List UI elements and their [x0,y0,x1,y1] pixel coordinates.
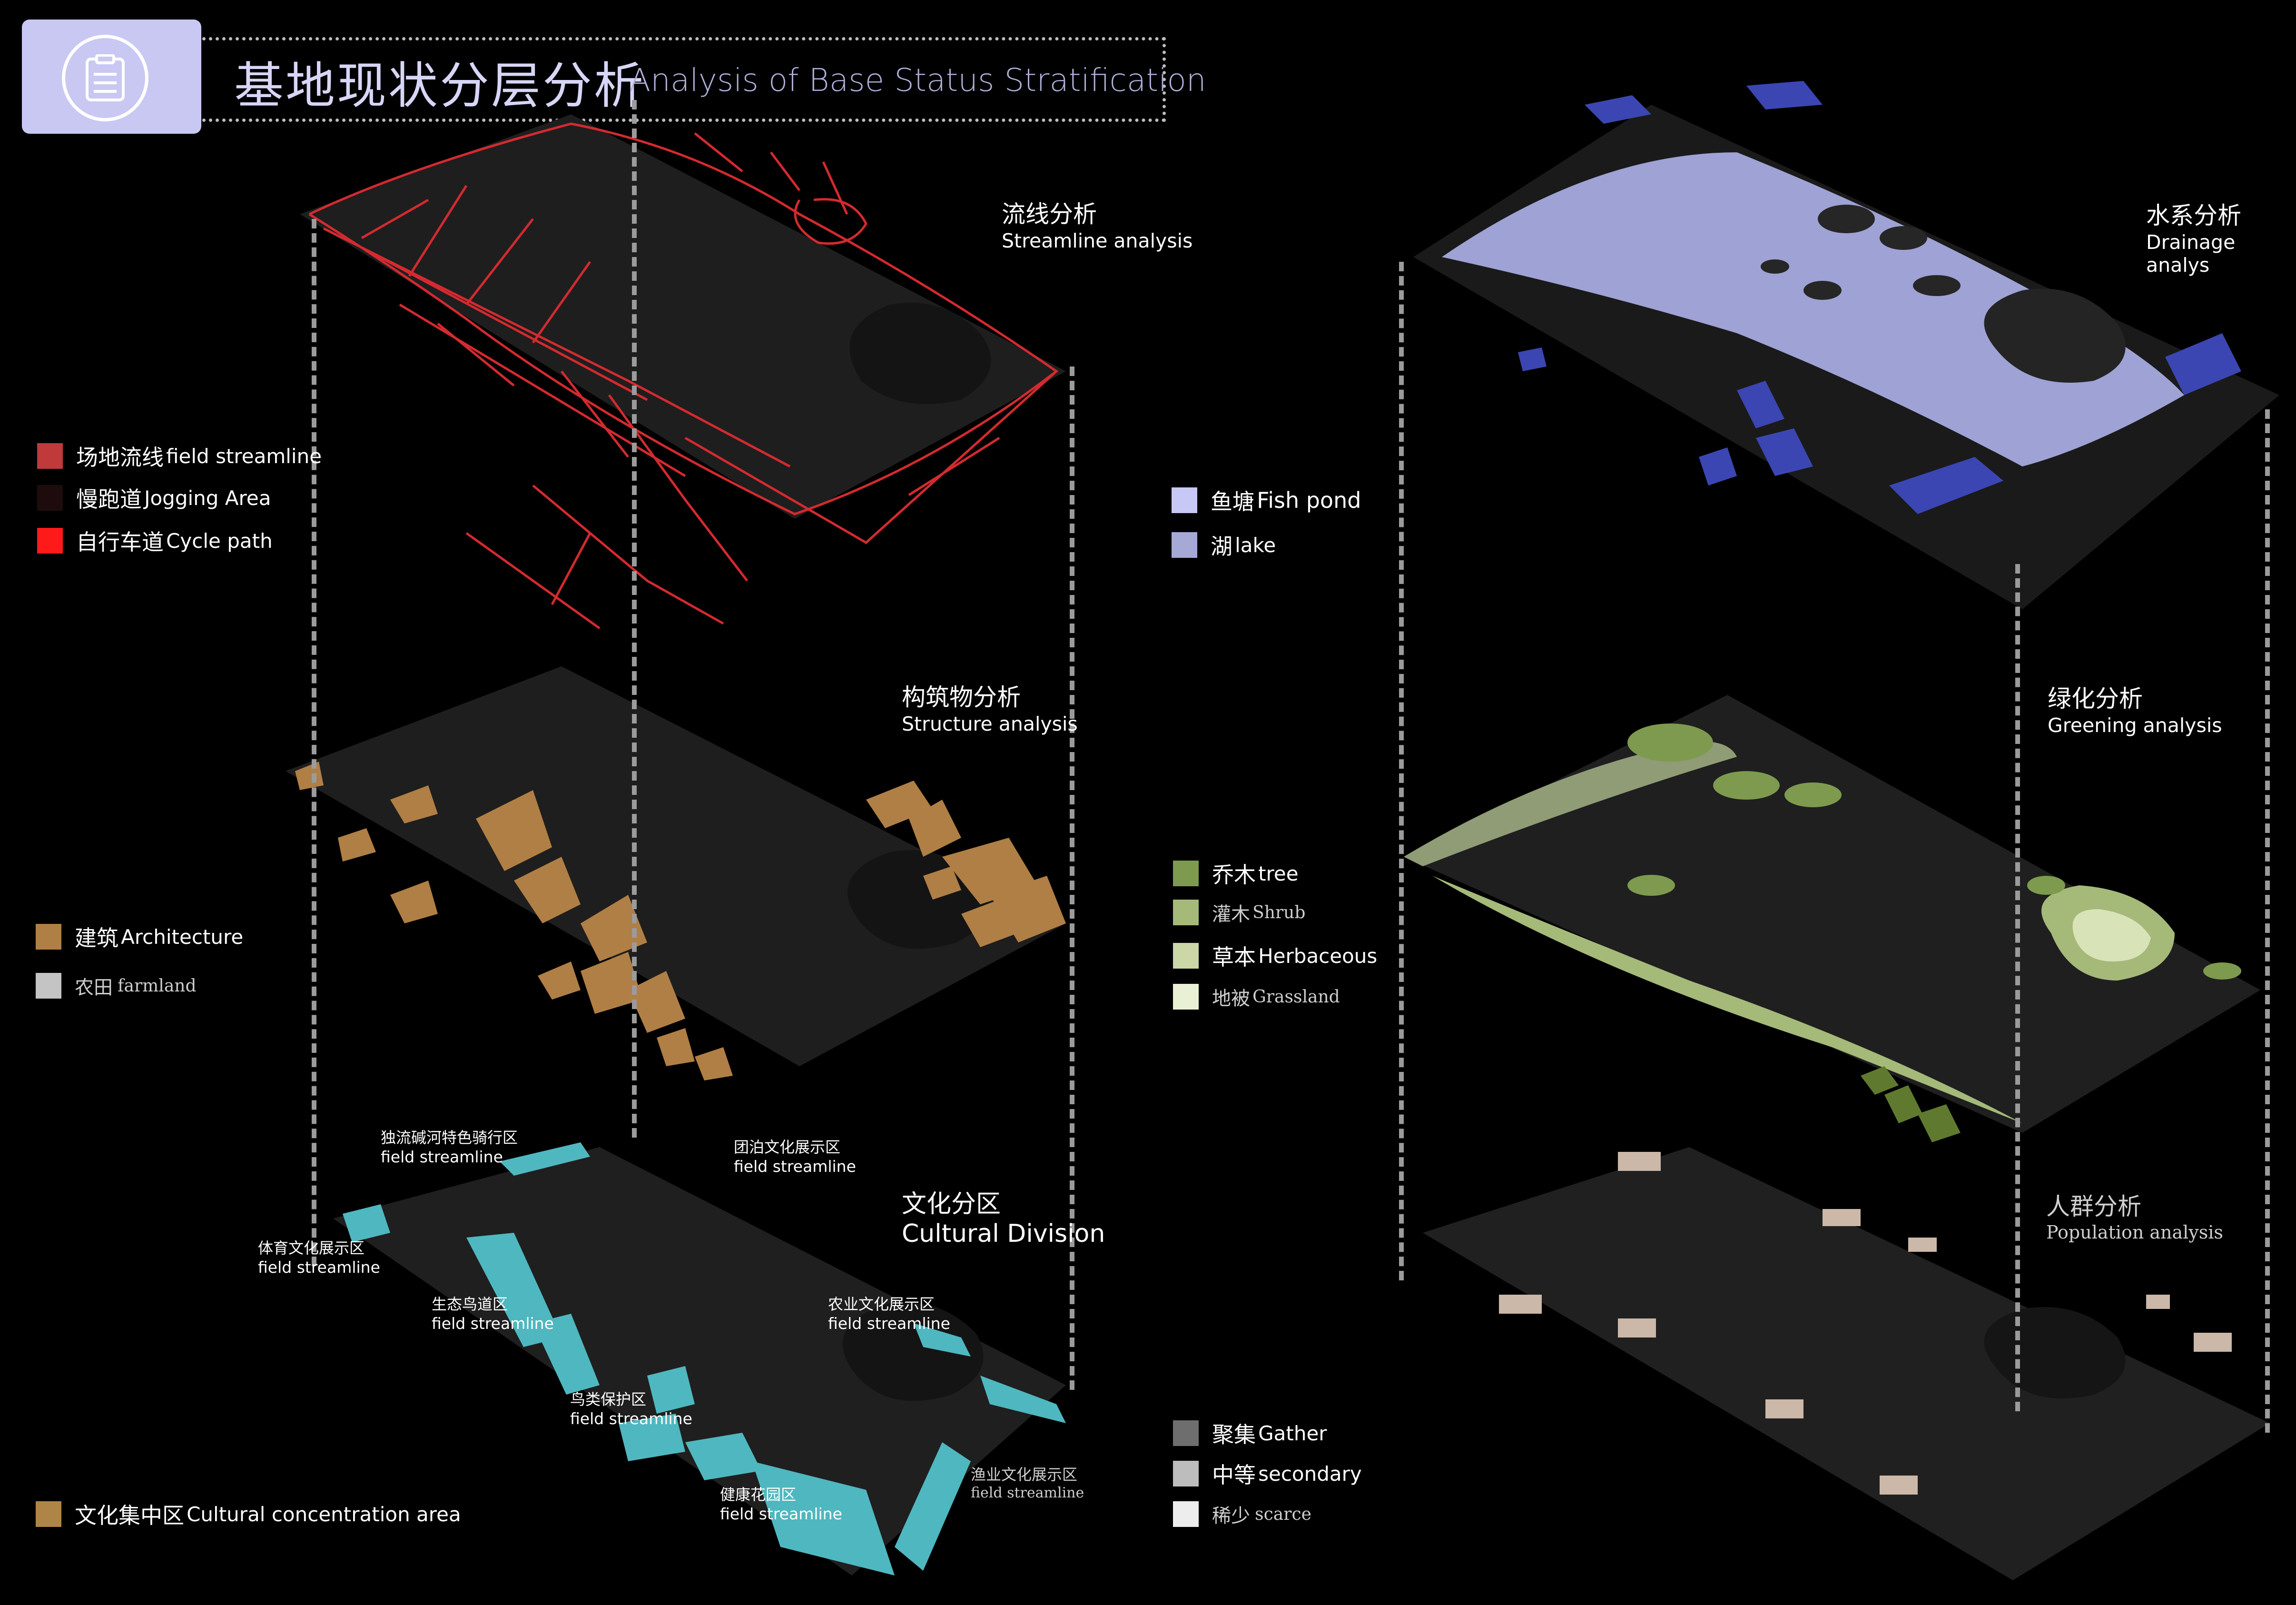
legend-swatch [37,528,63,554]
legend-item: 中等 secondary [1173,1458,1362,1489]
legend-item: 湖 lake [1172,529,1276,561]
guide-line [312,219,316,1266]
legend-item: 场地流线 field streamline [37,440,322,472]
legend-swatch [36,973,61,999]
legend-swatch [1173,861,1199,886]
legend-item: 草本 Herbaceous [1173,940,1377,971]
legend-item: 稀少 scarce [1173,1500,1311,1528]
legend-item: 聚集 Gather [1173,1417,1327,1449]
legend-swatch [37,443,63,469]
cultural-heading: 文化分区 Cultural Division [902,1190,1105,1248]
greening-heading: 绿化分析 Greening analysis [2048,685,2222,737]
guide-line [632,100,637,1138]
guide-line [2265,409,2270,1433]
streamline-heading: 流线分析 Streamline analysis [1002,200,1193,252]
legend-swatch [36,1501,61,1527]
legend-swatch [36,924,61,950]
legend-item: 农田 farmland [36,972,197,1000]
legend-swatch [1172,487,1197,513]
legend-swatch [1172,532,1197,558]
drainage-heading: 水系分析 Drainage analys [2146,202,2241,277]
cultural-map [333,1142,1066,1575]
drainage-map [1413,81,2279,609]
streamline-map [300,114,1066,630]
legend-swatch [1173,900,1199,925]
legend-item: 慢跑道 Jogging Area [37,482,271,514]
legend-item: 自行车道 Cycle path [37,525,273,556]
legend-item: 建筑 Architecture [36,921,243,952]
guide-line [1070,367,1074,1390]
legend-item: 乔木 tree [1173,858,1299,889]
guide-line [2015,564,2020,1411]
greening-map [1404,695,2260,1142]
header-frame [202,37,1166,122]
legend-swatch [1173,1420,1199,1446]
population-heading: 人群分析 Population analysis [2046,1193,2223,1243]
legend-swatch [37,485,63,511]
document-icon [62,35,148,121]
header-icon-box [22,20,201,134]
legend-swatch [1173,1461,1199,1486]
legend-swatch [1173,943,1199,969]
legend-item: 鱼塘 Fish pond [1172,485,1361,516]
page-title: 基地现状分层分析 [234,57,646,115]
legend-swatch [1173,984,1199,1010]
structure-map [286,666,1066,1080]
legend-item: 灌木 Shrub [1173,899,1305,926]
page-subtitle: Analysis of Base Status Stratification [629,62,1206,99]
legend-swatch [1173,1501,1199,1527]
legend-item: 地被 Grassland [1173,983,1340,1011]
legend-item: 文化集中区 Cultural concentration area [36,1498,461,1530]
structure-heading: 构筑物分析 Structure analysis [902,684,1078,735]
guide-line [1399,262,1404,1280]
